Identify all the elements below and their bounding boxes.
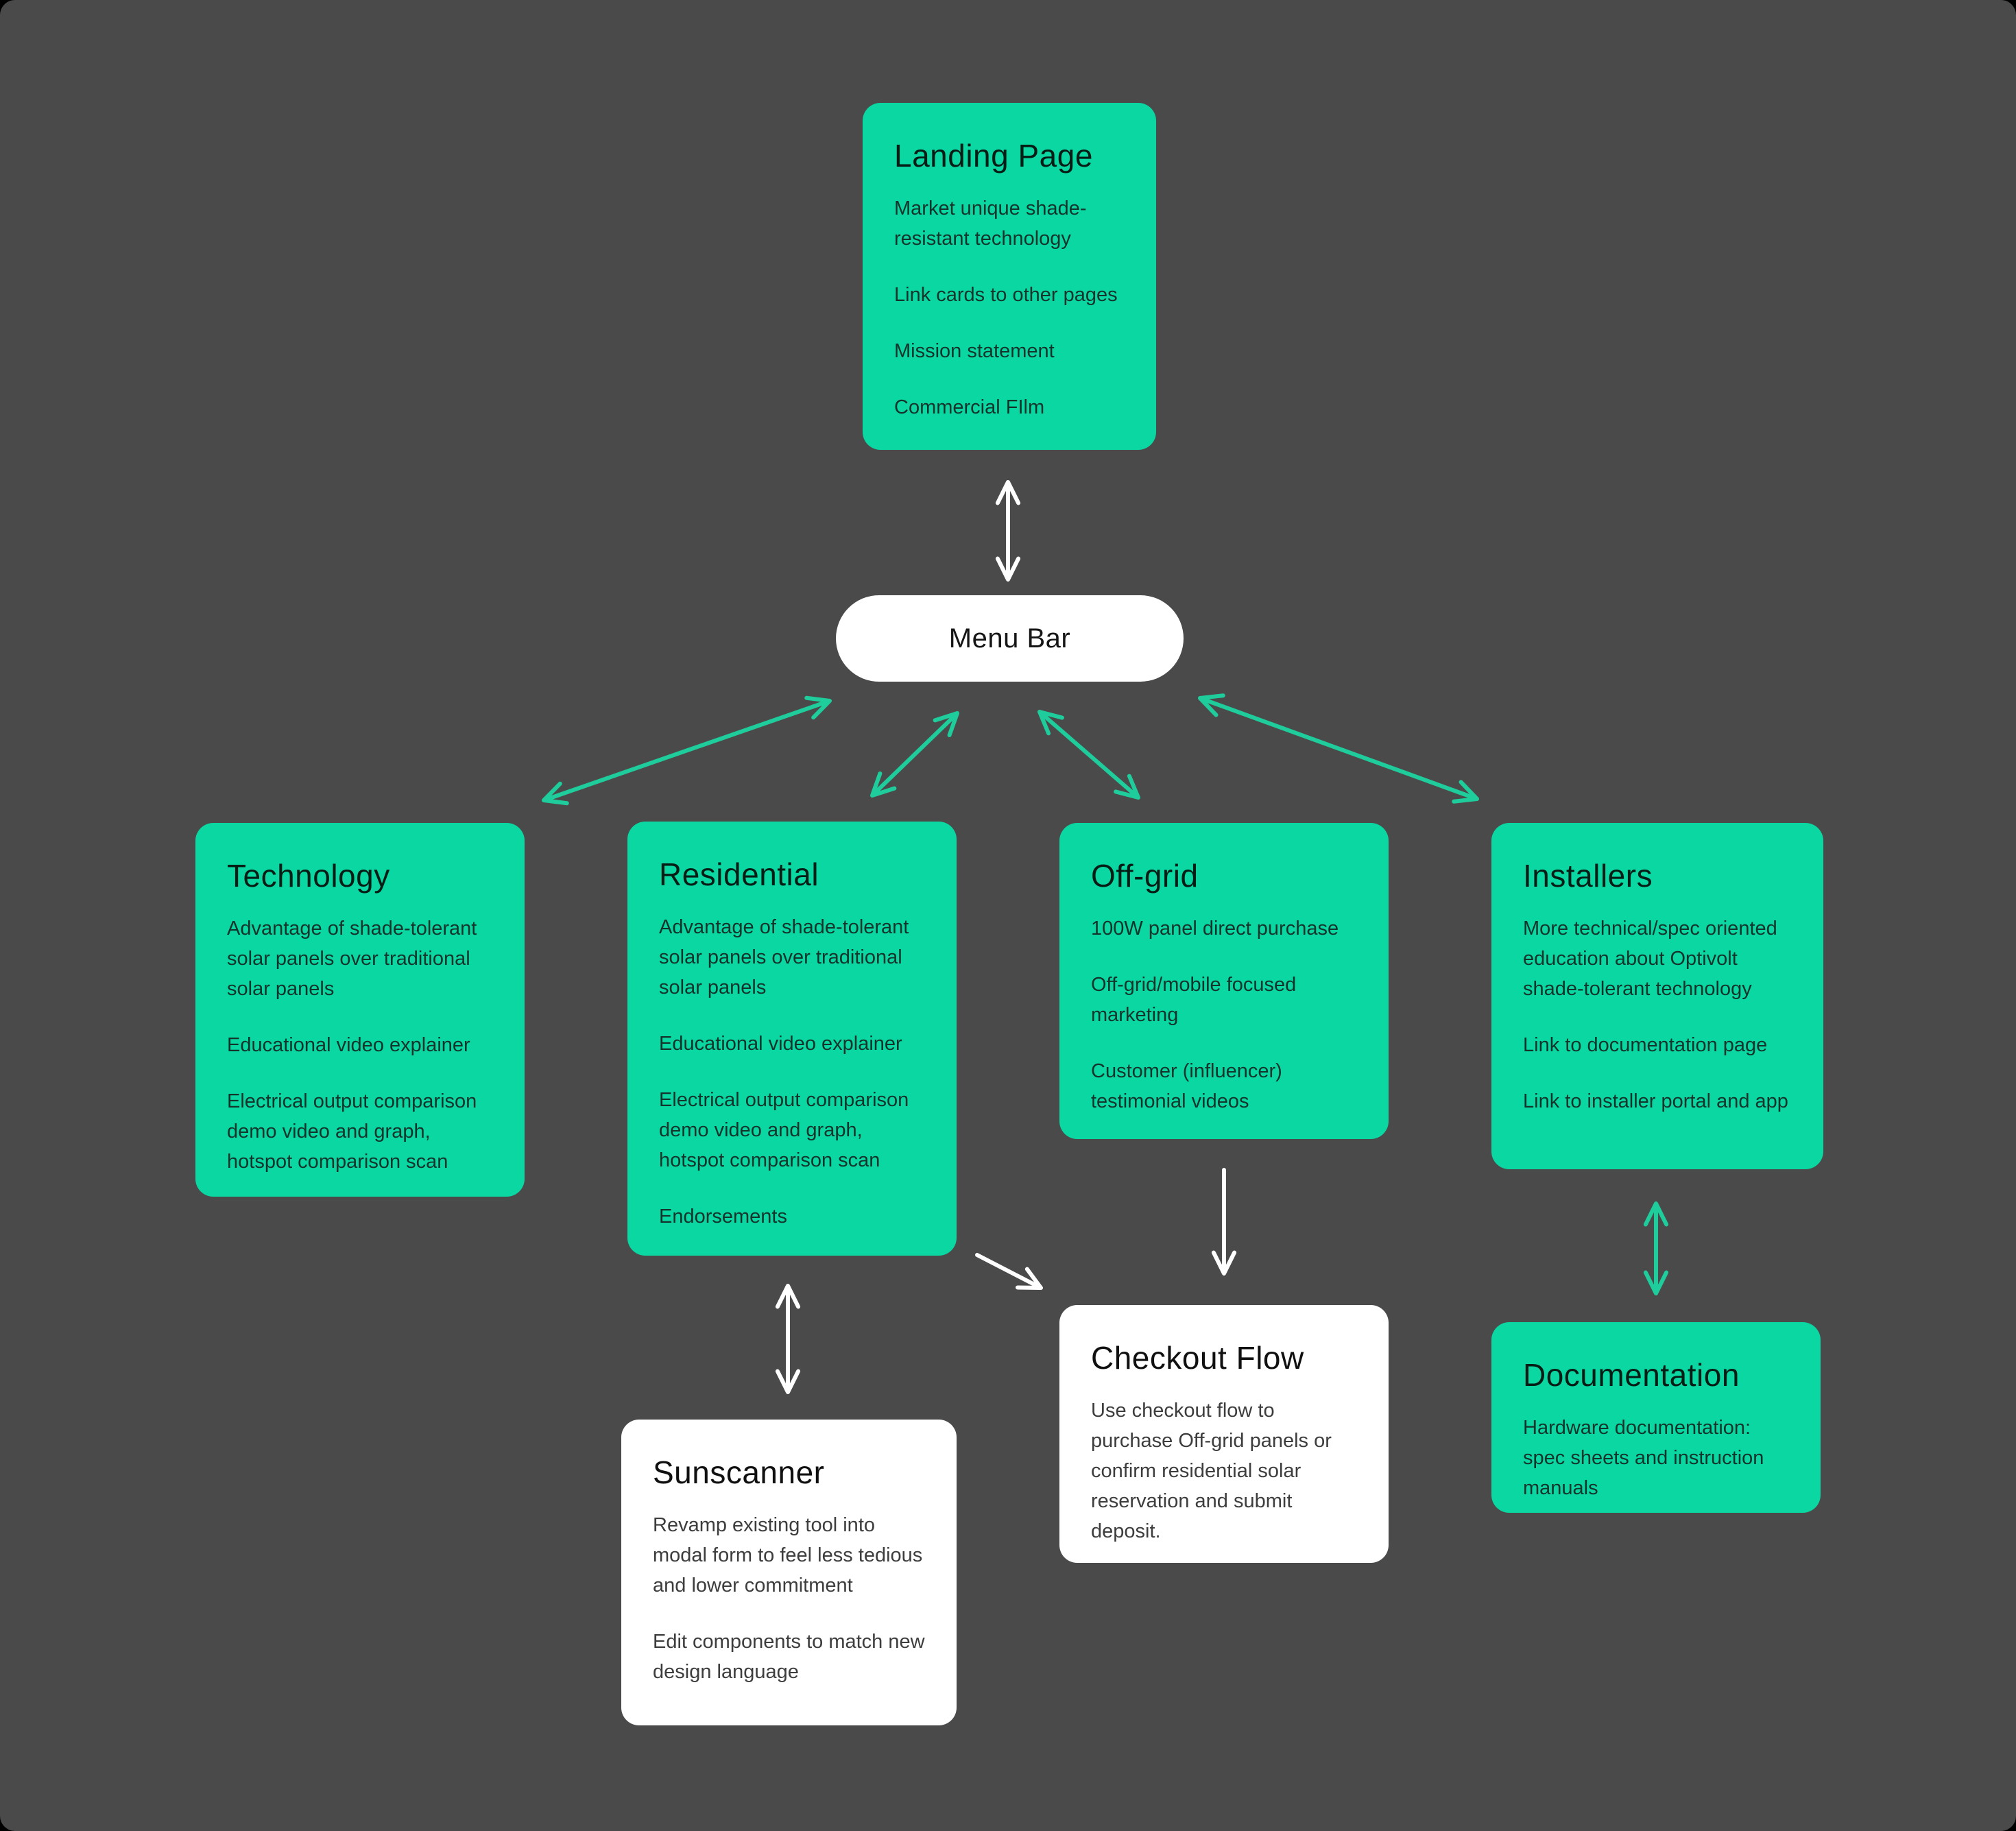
node-item-list: Advantage of shade-tolerant solar panels…: [659, 912, 925, 1232]
connector-menu-bar-installers: [1198, 693, 1479, 804]
node-installers[interactable]: Installers More technical/spec oriented …: [1491, 823, 1823, 1169]
node-sunscanner[interactable]: Sunscanner Revamp existing tool into mod…: [621, 1420, 957, 1725]
node-landing-page[interactable]: Landing Page Market unique shade-resista…: [863, 103, 1156, 450]
node-residential[interactable]: Residential Advantage of shade-tolerant …: [627, 822, 957, 1256]
node-item: Educational video explainer: [659, 1033, 902, 1055]
connector-residential-checkout-flow: [975, 1253, 1043, 1290]
node-item: Use checkout flow to purchase Off-grid p…: [1091, 1400, 1332, 1542]
node-item: Electrical output comparison demo video …: [659, 1089, 909, 1171]
node-item: Edit components to match new design lang…: [653, 1631, 925, 1683]
node-item: Educational video explainer: [227, 1034, 470, 1056]
node-item: Link to documentation page: [1523, 1034, 1768, 1056]
node-item: Mission statement: [894, 340, 1055, 362]
connector-landing-page-menu-bar: [995, 480, 1021, 582]
node-title: Sunscanner: [653, 1455, 825, 1490]
node-item-list: Advantage of shade-tolerant solar panels…: [227, 913, 493, 1177]
node-item-list: Revamp existing tool into modal form to …: [653, 1510, 925, 1687]
node-title: Landing Page: [894, 138, 1093, 173]
connector-menu-bar-off-grid: [1037, 710, 1140, 800]
node-item: Advantage of shade-tolerant solar panels…: [659, 916, 909, 998]
node-item: Customer (influencer) testimonial videos: [1091, 1060, 1282, 1112]
connector-off-grid-checkout-flow: [1211, 1168, 1237, 1276]
node-title: Off-grid: [1091, 858, 1199, 894]
node-item-list: Hardware documentation: spec sheets and …: [1523, 1413, 1789, 1503]
node-item: Link cards to other pages: [894, 284, 1118, 306]
node-item-list: Market unique shade-resistant technology…: [894, 193, 1125, 422]
node-item: Market unique shade-resistant technology: [894, 198, 1087, 250]
node-title: Installers: [1523, 858, 1653, 894]
connector-menu-bar-residential: [870, 711, 959, 798]
node-item-list: More technical/spec oriented education a…: [1523, 913, 1792, 1116]
node-item: More technical/spec oriented education a…: [1523, 918, 1777, 1000]
node-item: Advantage of shade-tolerant solar panels…: [227, 918, 477, 1000]
node-item: 100W panel direct purchase: [1091, 918, 1339, 940]
node-item: Revamp existing tool into modal form to …: [653, 1514, 923, 1596]
connector-menu-bar-technology: [542, 695, 832, 806]
node-item: Hardware documentation: spec sheets and …: [1523, 1417, 1764, 1499]
node-item: Commercial FIlm: [894, 396, 1045, 418]
node-title: Checkout Flow: [1091, 1340, 1304, 1376]
node-item: Endorsements: [659, 1206, 787, 1228]
node-checkout-flow[interactable]: Checkout Flow Use checkout flow to purch…: [1059, 1305, 1389, 1563]
node-documentation[interactable]: Documentation Hardware documentation: sp…: [1491, 1322, 1821, 1513]
node-title: Documentation: [1523, 1357, 1740, 1393]
node-title: Residential: [659, 857, 819, 892]
connector-installers-documentation: [1643, 1201, 1669, 1295]
node-technology[interactable]: Technology Advantage of shade-tolerant s…: [195, 823, 525, 1197]
connector-residential-sunscanner: [775, 1284, 801, 1394]
node-title: Technology: [227, 858, 390, 894]
node-item: Electrical output comparison demo video …: [227, 1090, 477, 1173]
node-title: Menu Bar: [948, 623, 1071, 654]
node-item: Off-grid/mobile focused marketing: [1091, 974, 1297, 1026]
node-menu-bar[interactable]: Menu Bar: [836, 595, 1184, 682]
node-item: Link to installer portal and app: [1523, 1090, 1788, 1112]
node-item-list: Use checkout flow to purchase Off-grid p…: [1091, 1396, 1357, 1546]
